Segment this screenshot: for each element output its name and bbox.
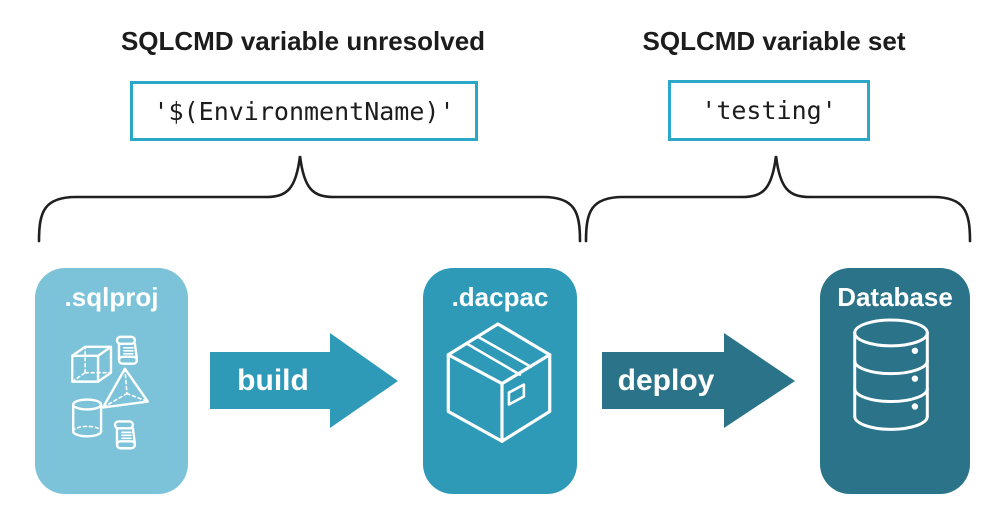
sql-objects-icon — [71, 335, 149, 450]
unresolved-code-box: '$(EnvironmentName)' — [130, 81, 478, 141]
script-icon — [115, 335, 139, 365]
stage-dacpac-label: .dacpac — [451, 282, 549, 312]
pyramid-icon — [101, 367, 149, 409]
stage-database: Database — [820, 268, 970, 494]
right-brace — [584, 155, 972, 243]
build-arrow-label: build — [237, 364, 309, 397]
database-icon — [853, 318, 929, 431]
cylinder-icon — [72, 398, 103, 438]
resolved-code-box: 'testing' — [668, 80, 870, 141]
stage-sqlproj-label: .sqlproj — [64, 282, 159, 312]
stage-sqlproj: .sqlproj — [35, 268, 188, 494]
unresolved-code-text: '$(EnvironmentName)' — [153, 96, 455, 126]
left-brace — [37, 155, 582, 243]
unresolved-title: SQLCMD variable unresolved — [120, 26, 486, 56]
script-icon — [113, 420, 137, 450]
cube-icon — [71, 345, 113, 383]
resolved-title: SQLCMD variable set — [642, 26, 906, 56]
package-icon — [446, 322, 552, 443]
stage-dacpac: .dacpac — [423, 268, 577, 494]
resolved-code-text: 'testing' — [701, 96, 837, 125]
deploy-arrow-label: deploy — [617, 364, 715, 397]
stage-database-label: Database — [837, 282, 953, 312]
